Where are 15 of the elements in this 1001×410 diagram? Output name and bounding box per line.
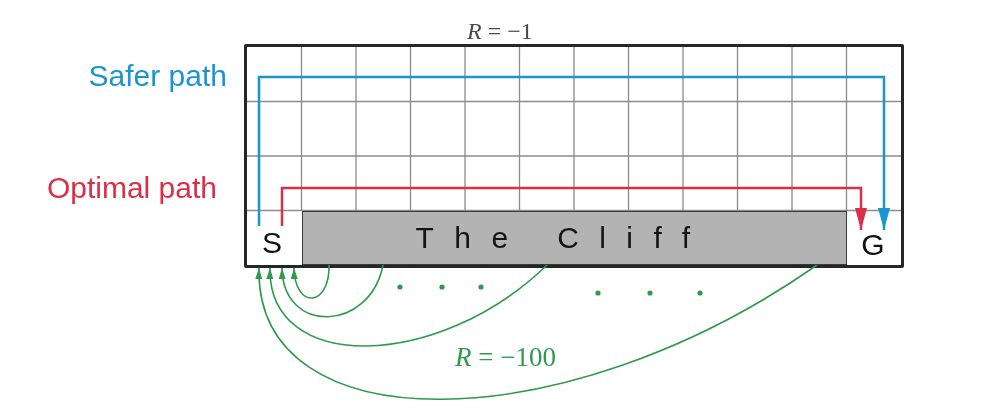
- grid-board: [244, 44, 904, 268]
- reward-label: R = −100: [455, 342, 556, 372]
- edge-label: Optimal path: [46, 171, 217, 205]
- route-arrow: [280, 186, 867, 230]
- curved-arrow: [267, 264, 548, 347]
- route-arrow: [257, 75, 890, 230]
- goal-label: G: [856, 230, 890, 268]
- curved-arrow: [279, 264, 384, 318]
- curved-arrow: [256, 264, 818, 401]
- cliff-label: The Cliff: [415, 220, 711, 255]
- curved-arrow: [291, 264, 330, 299]
- start-label: S: [255, 226, 297, 268]
- edge-label: Safer path: [88, 59, 227, 93]
- cliff-region: [301, 210, 847, 265]
- reward-label: R = −1: [467, 17, 533, 45]
